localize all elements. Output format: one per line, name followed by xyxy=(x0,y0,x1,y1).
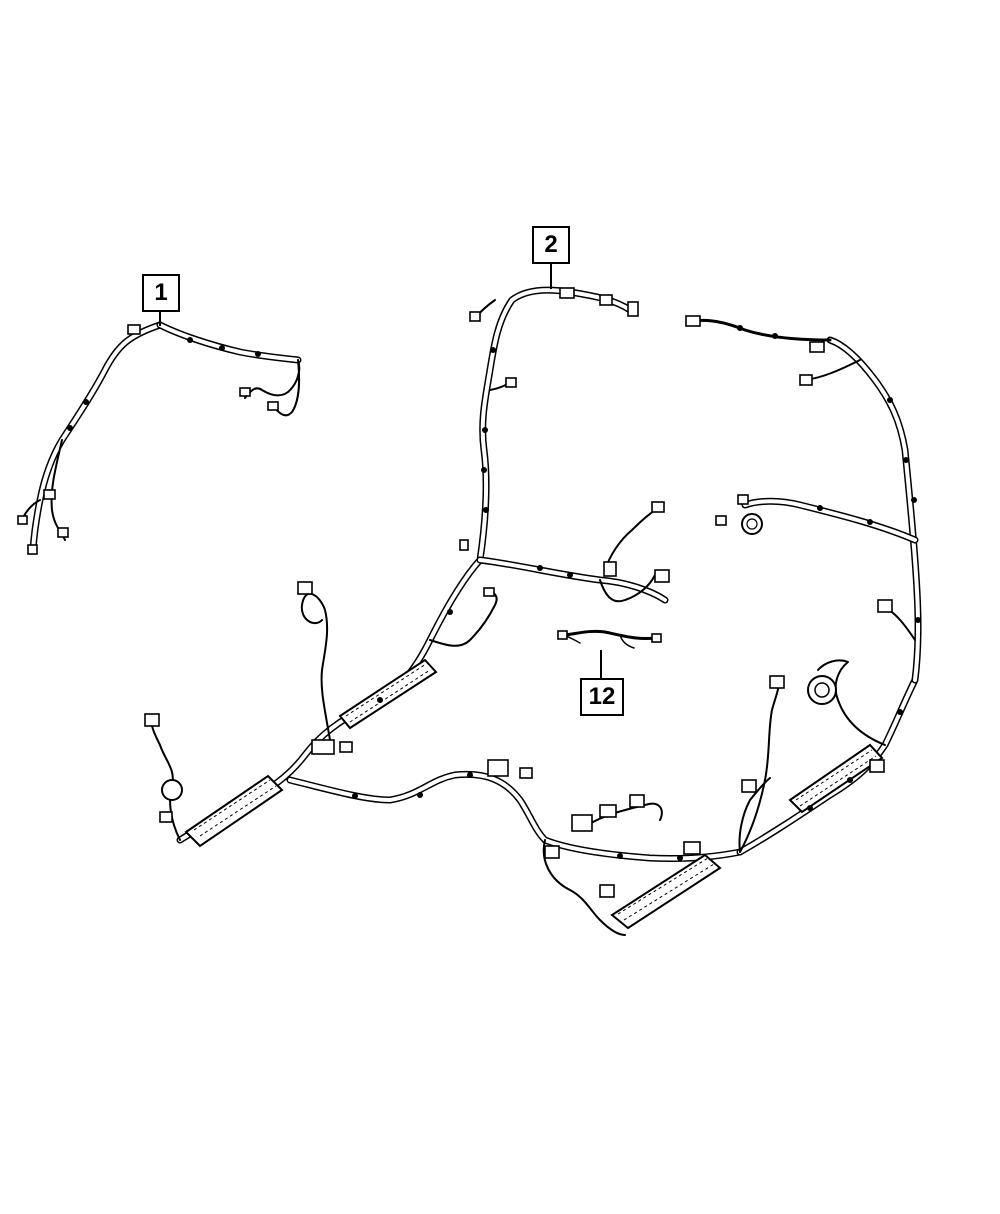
leader-lines xyxy=(159,264,602,678)
left-rocker-module xyxy=(184,658,438,848)
callout-12: 12 xyxy=(580,678,624,716)
harness-12 xyxy=(557,629,662,649)
right-rocker-module xyxy=(610,743,884,930)
callout-2: 2 xyxy=(532,226,570,264)
speaker-component xyxy=(161,513,837,801)
callout-1: 1 xyxy=(142,274,180,312)
harness-1 xyxy=(17,321,302,555)
harness-2 xyxy=(144,286,922,936)
